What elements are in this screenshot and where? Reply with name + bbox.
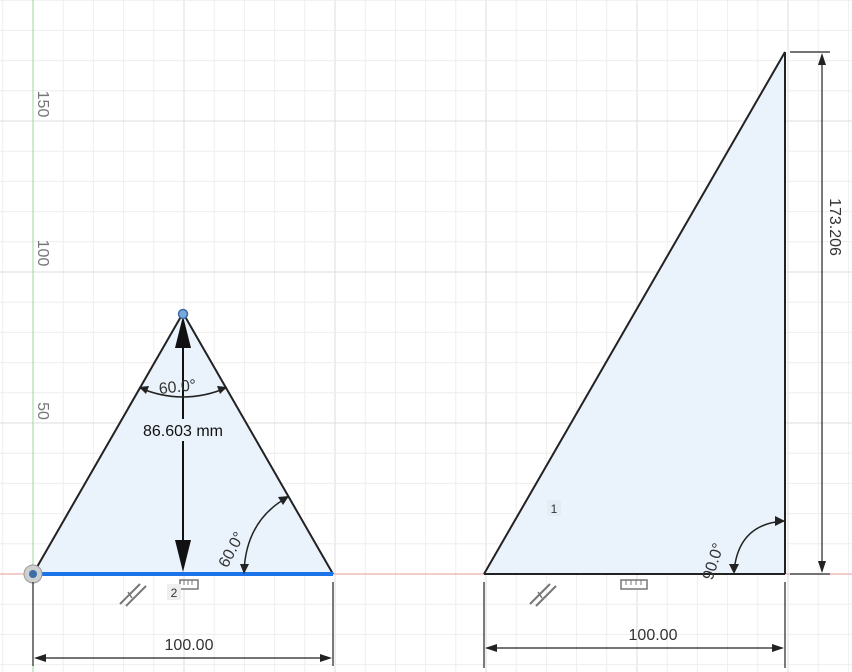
base-angle-arc — [243, 496, 289, 573]
right-triangle-profile[interactable] — [483, 51, 786, 575]
right-height-arrow-bottom — [818, 561, 826, 573]
height-dimension-label[interactable]: 86.603 mm — [143, 423, 223, 440]
apex-point[interactable] — [177, 308, 189, 320]
right-horizontal-constraint-icon[interactable] — [620, 579, 648, 590]
left-triangle-left-edge[interactable] — [32, 312, 184, 575]
left-base-dimension-label[interactable]: 100.00 — [165, 637, 214, 654]
profile-badge-2 — [167, 584, 181, 600]
right-base-dimension-label[interactable]: 100.00 — [629, 627, 678, 644]
horizontal-constraint-icon[interactable] — [179, 579, 199, 590]
axis-tick-150: 150 — [34, 91, 51, 118]
right-angle-arrow-top — [775, 516, 785, 526]
left-triangle-right-edge[interactable] — [182, 312, 334, 575]
right-height-arrow-top — [818, 53, 826, 65]
axis-tick-100: 100 — [34, 240, 51, 267]
right-triangle-hypotenuse[interactable] — [483, 51, 786, 575]
height-arrow-bottom — [175, 540, 191, 572]
right-angle-arrow-bottom — [729, 564, 739, 574]
right-parallel-constraint-icon[interactable] — [529, 583, 557, 607]
top-angle-label[interactable]: 60.0° — [158, 377, 197, 398]
parallel-constraint-icon[interactable] — [119, 583, 147, 607]
profile-number-1: 1 — [551, 502, 558, 516]
right-height-dimension-label[interactable]: 173.206 — [826, 198, 843, 256]
base-angle-arrow-top — [278, 496, 289, 505]
left-base-arrow-left — [34, 654, 46, 662]
top-angle-arc — [139, 387, 227, 398]
left-base-arrow-right — [320, 654, 332, 662]
height-label-bg — [134, 419, 232, 441]
base-angle-arrow-bottom — [240, 564, 249, 574]
profile-badge-1 — [547, 500, 561, 516]
top-angle-arrow-right — [217, 386, 227, 394]
right-base-arrow-right — [772, 644, 784, 652]
profile-number-2: 2 — [171, 586, 178, 600]
right-base-arrow-left — [485, 644, 497, 652]
origin-point-inner — [29, 570, 37, 578]
top-angle-arrow-left — [139, 386, 149, 394]
height-arrow-top — [175, 316, 191, 348]
axis-tick-50: 50 — [34, 402, 51, 420]
